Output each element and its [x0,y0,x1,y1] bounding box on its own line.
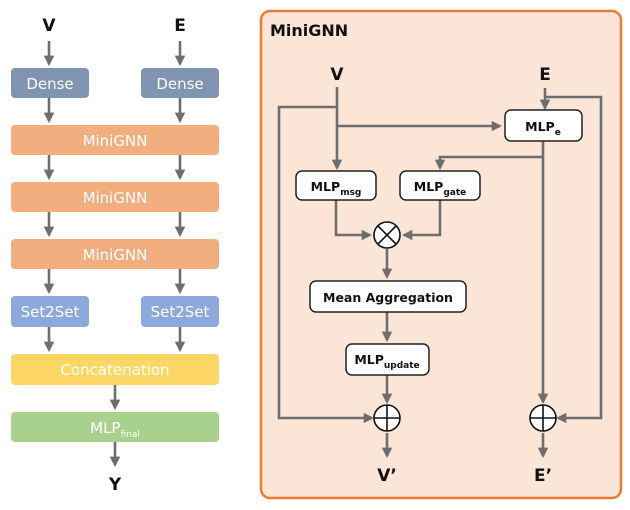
minignn-2-label: MiniGNN [83,189,148,207]
mlp-final-block [11,412,219,442]
mlp-msg-box [295,170,377,201]
input-v-label: V [42,16,56,36]
dense-block-right [141,68,219,98]
panel-input-e: E [539,65,551,85]
set2set-block-left [11,296,89,327]
input-e-label: E [174,16,186,36]
minignn-panel-title: MiniGNN [270,21,348,40]
mlp-msg-label: MLPmsg [311,179,362,198]
minignn-block-2 [11,182,219,212]
panel-connections [277,87,603,459]
multiply-operator-icon [373,221,401,249]
arrow-v-skip [277,105,375,424]
panel-output-v: V’ [377,466,397,486]
mlp-update-label: MLPupdate [354,352,419,371]
concatenation-label: Concatenation [60,361,169,379]
add-operator-v-icon [373,404,401,432]
dense-block-left [11,68,89,98]
left-pipeline: V E Dense Dense MiniGNN MiniGNN MiniGNN … [11,16,219,495]
minignn-block-3 [11,239,219,269]
panel-output-e: E’ [534,466,552,486]
set2set-left-label: Set2Set [21,303,80,321]
add-operator-e-icon [529,404,557,432]
set2set-block-right [141,296,219,327]
concatenation-block [11,354,219,385]
mlp-gate-label: MLPgate [414,179,467,198]
arrow-mlp-gate-to-multiply [401,200,442,241]
mlp-update-box [345,343,430,376]
output-y-label: Y [108,475,122,495]
dense-right-label: Dense [156,75,203,93]
mlp-gate-box [399,170,481,201]
dense-left-label: Dense [26,75,73,93]
mean-aggregation-box [309,280,467,313]
set2set-right-label: Set2Set [151,303,210,321]
minignn-1-label: MiniGNN [83,132,148,150]
mlp-e-label: MLPe [525,119,561,138]
minignn-panel-frame [259,9,623,500]
minignn-panel: MiniGNN V E [259,9,623,500]
minignn-3-label: MiniGNN [83,246,148,264]
mlp-e-box [504,109,583,142]
arrow-mlp-msg-to-multiply [334,200,373,241]
minignn-block-1 [11,125,219,155]
panel-input-v: V [330,65,344,85]
arrow-mlp-e-to-mlp-gate [434,155,543,171]
mean-aggregation-label: Mean Aggregation [323,290,453,305]
mlp-final-label: MLPfinal [90,419,140,440]
arrow-e-skip [545,95,603,424]
